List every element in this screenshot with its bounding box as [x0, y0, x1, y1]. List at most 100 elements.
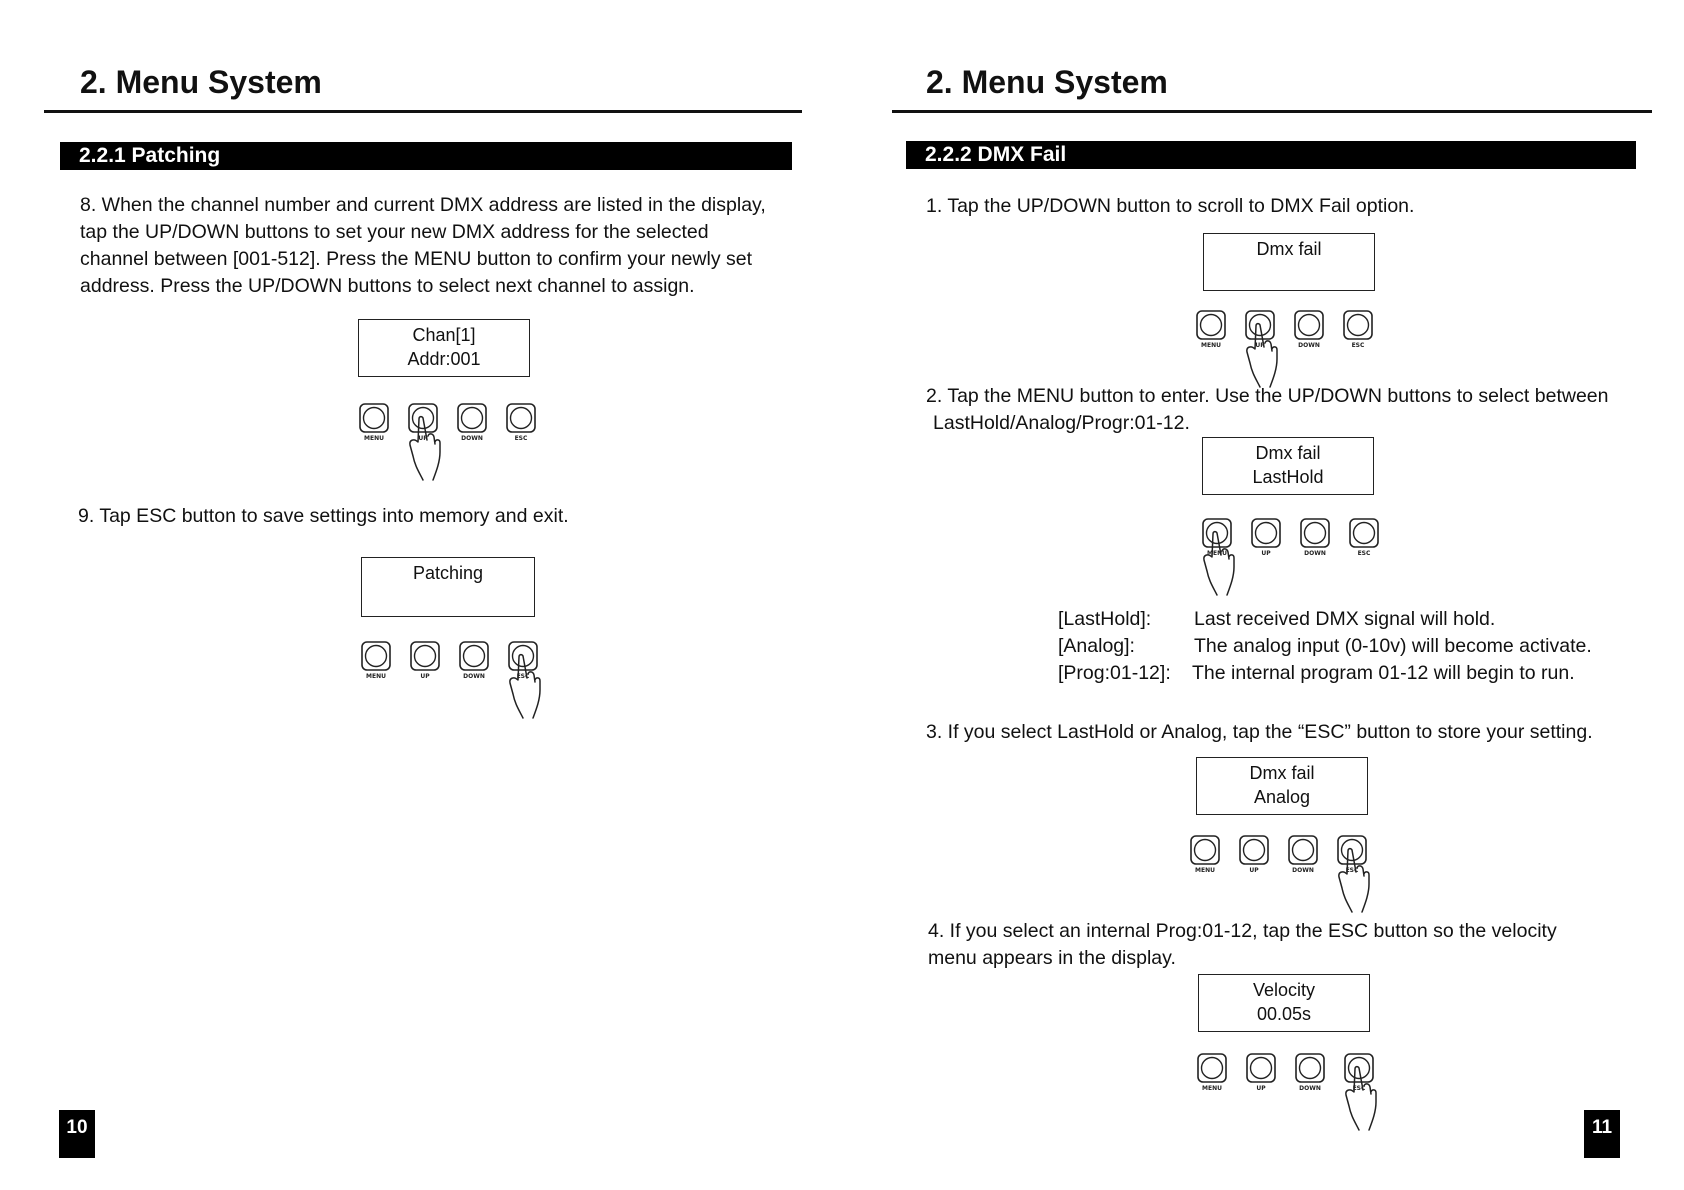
key-menu-button[interactable]: MENU [359, 403, 389, 442]
key-up-button[interactable]: UP [408, 403, 441, 481]
keypad-svg: MENU UP DOWN ESC [1190, 835, 1370, 913]
step-8-line: tap the UP/DOWN buttons to set your new … [80, 221, 709, 243]
lcd-line-1: Chan[1] [412, 325, 476, 345]
button-keypad: MENU UP DOWN ESC [356, 402, 546, 492]
lcd-display: Dmx fail Analog [1196, 757, 1368, 815]
fail-options-list: [LastHold]: Last received DMX signal wil… [1058, 606, 1658, 690]
key-label: UP [1261, 550, 1271, 557]
key-label: UP [1249, 867, 1259, 874]
page-number-right: 11 [1584, 1110, 1620, 1158]
key-label: DOWN [1298, 342, 1320, 349]
step-3-text: 3. If you select LastHold or Analog, tap… [926, 721, 1593, 743]
page-title-right: 2. Menu System [926, 64, 1168, 100]
key-menu-button[interactable]: MENU [361, 641, 391, 680]
section-header-patching: 2.2.1 Patching [60, 142, 792, 170]
lcd-line-1: Dmx fail [1255, 443, 1321, 463]
key-up-button[interactable]: UP [1239, 835, 1269, 874]
step-4-line: menu appears in the display. [928, 947, 1176, 969]
lcd-display: Dmx fail LastHold [1202, 437, 1374, 495]
round-key-button-icon [359, 403, 389, 433]
key-menu-button[interactable]: MENU [1197, 1053, 1227, 1092]
key-label: MENU [364, 435, 384, 442]
key-label: ESC [515, 435, 528, 442]
key-esc-button[interactable]: ESC [506, 403, 536, 442]
round-key-button-icon [506, 403, 536, 433]
step-2-line: 2. Tap the MENU button to enter. Use the… [926, 385, 1609, 407]
key-down-button[interactable]: DOWN [459, 641, 489, 680]
key-menu-button[interactable]: MENU [1202, 518, 1235, 596]
lcd-line-2: Addr:001 [407, 349, 481, 369]
key-up-button[interactable]: UP [1245, 310, 1278, 388]
key-label: DOWN [461, 435, 483, 442]
lcd-line-1: Velocity [1252, 980, 1316, 1000]
fail-option-key: [LastHold]: [1058, 608, 1152, 630]
fail-option-row: [LastHold]: Last received DMX signal wil… [1058, 606, 1658, 633]
button-keypad: MENU UP DOWN ESC [1194, 1052, 1384, 1142]
key-esc-button[interactable]: ESC [508, 641, 541, 719]
round-key-button-icon [1196, 310, 1226, 340]
section-header-dmx-fail: 2.2.2 DMX Fail [906, 141, 1636, 169]
key-esc-button[interactable]: ESC [1337, 835, 1370, 913]
key-down-button[interactable]: DOWN [1295, 1053, 1325, 1092]
keypad-svg: MENU UP DOWN ESC [1202, 518, 1379, 596]
key-label: DOWN [1304, 550, 1326, 557]
round-key-button-icon [1295, 1053, 1325, 1083]
tapping-hand-icon [1345, 1065, 1377, 1131]
lcd-line-2: Analog [1253, 787, 1311, 807]
title-rule-left [44, 110, 802, 113]
tapping-hand-icon [1246, 322, 1278, 388]
key-up-button[interactable]: UP [410, 641, 440, 680]
step-2-line: LastHold/Analog/Progr:01-12. [933, 412, 1190, 434]
button-keypad: MENU UP DOWN ESC [1187, 834, 1377, 924]
key-down-button[interactable]: DOWN [1288, 835, 1318, 874]
fail-option-value: Last received DMX signal will hold. [1194, 608, 1496, 630]
key-down-button[interactable]: DOWN [1294, 310, 1324, 349]
lcd-line-2: LastHold [1252, 467, 1324, 487]
button-keypad: MENU UP DOWN ESC [1199, 517, 1389, 607]
round-key-button-icon [1349, 518, 1379, 548]
page-number-left: 10 [59, 1110, 95, 1158]
lcd-display: Patching [361, 557, 535, 617]
key-label: ESC [1358, 550, 1371, 557]
round-key-button-icon [410, 641, 440, 671]
fail-option-value: The analog input (0-10v) will become act… [1194, 635, 1592, 657]
key-label: UP [418, 435, 428, 442]
key-menu-button[interactable]: MENU [1196, 310, 1226, 349]
key-esc-button[interactable]: ESC [1344, 1053, 1377, 1131]
keypad-svg: MENU UP DOWN ESC [359, 403, 536, 481]
key-label: MENU [1207, 550, 1227, 557]
key-up-button[interactable]: UP [1246, 1053, 1276, 1092]
key-label: MENU [1201, 342, 1221, 349]
fail-option-row: [Analog]: The analog input (0-10v) will … [1058, 633, 1658, 660]
key-label: ESC [1353, 1085, 1366, 1092]
key-esc-button[interactable]: ESC [1349, 518, 1379, 557]
key-down-button[interactable]: DOWN [457, 403, 487, 442]
lcd-line-1: Dmx fail [1256, 239, 1322, 259]
round-key-button-icon [361, 641, 391, 671]
key-label: DOWN [1292, 867, 1314, 874]
step-8-text: 8. When the channel number and current D… [80, 192, 800, 300]
round-key-button-icon [1343, 310, 1373, 340]
key-menu-button[interactable]: MENU [1190, 835, 1220, 874]
round-key-button-icon [459, 641, 489, 671]
keypad-svg: MENU UP DOWN ESC [361, 641, 541, 719]
round-key-button-icon [1251, 518, 1281, 548]
round-key-button-icon [1246, 1053, 1276, 1083]
key-up-button[interactable]: UP [1251, 518, 1281, 557]
step-4-line: 4. If you select an internal Prog:01-12,… [928, 920, 1557, 942]
key-label: MENU [1195, 867, 1215, 874]
round-key-button-icon [1190, 835, 1220, 865]
fail-option-key: [Prog:01-12]: [1058, 662, 1171, 684]
step-4-text: 4. If you select an internal Prog:01-12,… [928, 918, 1668, 972]
key-esc-button[interactable]: ESC [1343, 310, 1373, 349]
key-down-button[interactable]: DOWN [1300, 518, 1330, 557]
tapping-hand-icon [1338, 847, 1370, 913]
step-8-line: address. Press the UP/DOWN buttons to se… [80, 275, 695, 297]
key-label: UP [420, 673, 430, 680]
fail-option-value: The internal program 01-12 will begin to… [1192, 662, 1575, 684]
key-label: ESC [1352, 342, 1365, 349]
round-key-button-icon [1197, 1053, 1227, 1083]
lcd-line-1: Dmx fail [1249, 763, 1315, 783]
step-1-text: 1. Tap the UP/DOWN button to scroll to D… [926, 195, 1415, 217]
page-title-left: 2. Menu System [80, 64, 322, 100]
